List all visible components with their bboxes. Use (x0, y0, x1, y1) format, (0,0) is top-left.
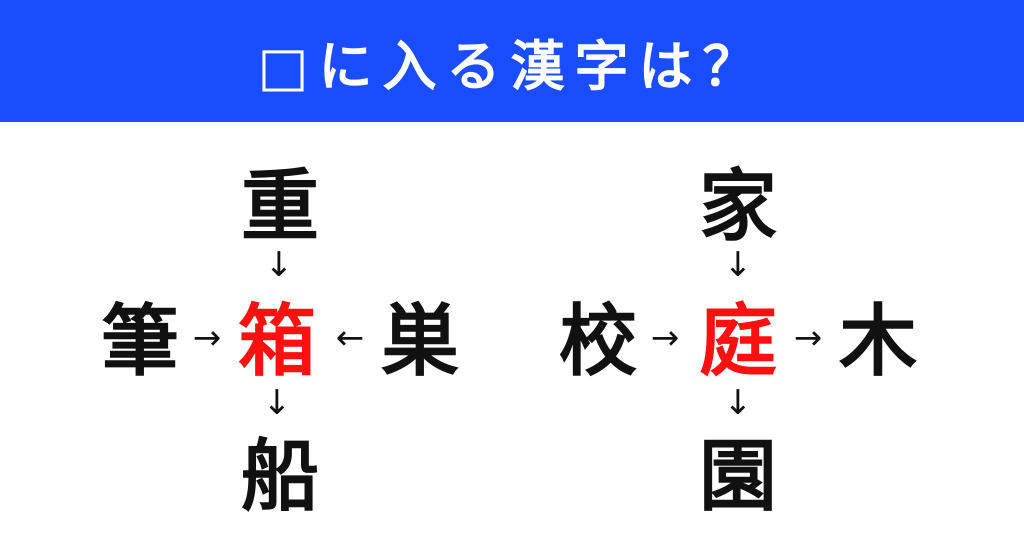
arrow-right-icon: → (793, 318, 823, 358)
title: □に入る漢字は？ (257, 34, 767, 98)
arrow-right-icon: → (650, 318, 680, 358)
arrow-down-icon: ↓ (262, 383, 292, 423)
arrow-down-icon: ↓ (264, 245, 294, 285)
kanji-left: 校 (558, 297, 637, 387)
arrow-right-icon: → (192, 318, 222, 358)
kanji-left: 筆 (100, 297, 179, 387)
arrow-left-icon: ← (335, 318, 365, 358)
kanji-right: 木 (838, 297, 917, 387)
arrow-down-icon: ↓ (723, 245, 753, 285)
kanji-top: 重 (240, 162, 319, 252)
answer-kanji: 庭 (698, 297, 777, 387)
arrow-down-icon: ↓ (723, 383, 753, 423)
kanji-right: 巣 (380, 297, 459, 387)
kanji-bottom: 園 (698, 432, 777, 522)
answer-kanji: 箱 (237, 297, 316, 387)
kanji-top: 家 (698, 162, 777, 252)
title-banner: □に入る漢字は？ (0, 0, 1024, 122)
kanji-bottom: 船 (240, 432, 319, 522)
